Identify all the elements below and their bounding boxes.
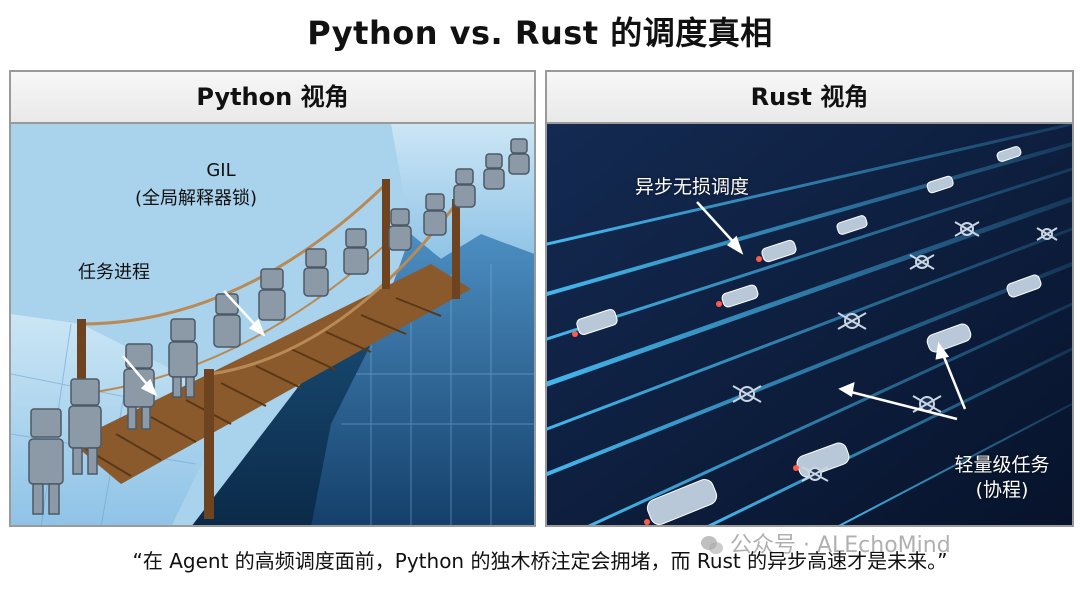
rust-panel: Rust 视角: [545, 70, 1074, 527]
rust-highway-illustration: [547, 124, 1072, 525]
python-bridge-illustration: [11, 124, 534, 525]
async-scheduling-label: 异步无损调度: [634, 176, 749, 198]
quote-caption: “在 Agent 的高频调度面前，Python 的独木桥注定会拥堵，而 Rust…: [132, 549, 948, 573]
coroutine-sublabel: (协程): [975, 479, 1029, 501]
watermark-text: 公众号 · ALEchoMind: [730, 533, 951, 558]
gil-sublabel: (全局解释器锁): [134, 188, 258, 209]
python-panel: Python 视角: [9, 70, 536, 527]
lightweight-task-label: 轻量级任务: [954, 454, 1050, 476]
task-process-label: 任务进程: [78, 262, 150, 283]
gil-label: GIL: [206, 160, 236, 181]
python-panel-header: Python 视角: [11, 72, 534, 124]
watermark: 公众号 · ALEchoMind: [700, 527, 951, 559]
rust-panel-header: Rust 视角: [547, 72, 1072, 124]
wechat-icon: [701, 536, 723, 554]
page-title: Python vs. Rust 的调度真相: [307, 14, 773, 52]
